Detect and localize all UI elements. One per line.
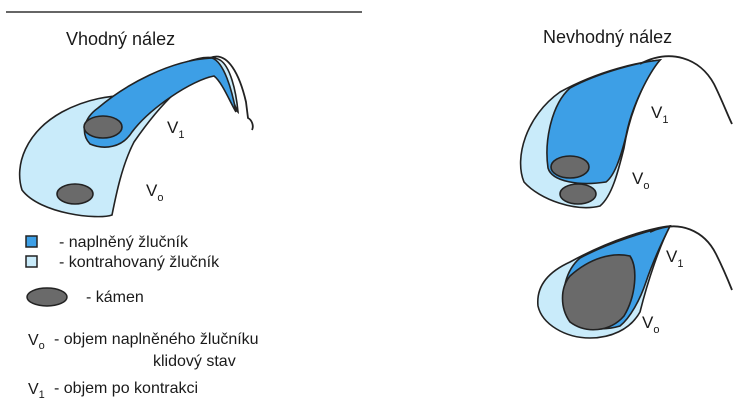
suitable-stone-lower (57, 184, 93, 204)
suitable-v0-label: Vo (146, 181, 163, 204)
legend-contracted-label: - kontrahovaný žlučník (59, 254, 220, 271)
legend-v0-subscript: o (39, 340, 45, 352)
unsuitable-bottom-v0-subscript: o (653, 324, 659, 336)
suitable-v1-letter: V (167, 118, 179, 137)
legend-v1-letter: V (28, 381, 39, 398)
unsuitable-top-v0-label: Vo (632, 169, 649, 192)
unsuitable-top-v0-subscript: o (643, 180, 649, 192)
suitable-v0-letter: V (146, 181, 158, 200)
unsuitable-bottom-v0-letter: V (642, 313, 654, 332)
unsuitable-bottom-v1-letter: V (666, 247, 678, 266)
unsuitable-top-v1-label: V1 (651, 103, 668, 126)
legend-v1-line: - objem po kontrakci (54, 380, 198, 397)
suitable-v0-subscript: o (157, 192, 163, 204)
legend-v1-symbol: V1 (28, 381, 45, 401)
heading-suitable: Vhodný nález (66, 29, 175, 49)
unsuitable-top-stone-2 (560, 184, 596, 204)
unsuitable-bottom-v0-label: Vo (642, 313, 659, 336)
legend-stone-label: - kámen (86, 289, 144, 306)
legend-v0-symbol: Vo (28, 332, 45, 352)
suitable-v1-subscript: 1 (178, 129, 184, 141)
unsuitable-top-v1-letter: V (651, 103, 663, 122)
legend-v1-subscript: 1 (39, 389, 45, 401)
suitable-v1-label: V1 (167, 118, 184, 141)
unsuitable-gallbladder-bottom (538, 226, 732, 338)
unsuitable-bottom-v1-subscript: 1 (677, 258, 683, 270)
legend-v0-line1: - objem naplněného žlučníku (54, 331, 259, 348)
legend-v0-line2: klidový stav (153, 353, 236, 370)
unsuitable-gallbladder-top (521, 56, 732, 207)
heading-unsuitable: Nevhodný nález (543, 27, 672, 47)
legend-swatch-filled (26, 236, 37, 247)
legend-swatch-stone (27, 288, 67, 306)
unsuitable-top-v0-letter: V (632, 169, 644, 188)
unsuitable-top-v1-subscript: 1 (662, 114, 668, 126)
suitable-stone-upper (84, 116, 122, 138)
unsuitable-bottom-v1-label: V1 (666, 247, 683, 270)
legend-swatch-contracted (26, 256, 37, 267)
suitable-gallbladder (20, 57, 253, 217)
legend-filled-label: - naplněný žlučník (59, 234, 189, 251)
legend-v0-letter: V (28, 332, 39, 349)
legend: - naplněný žlučník - kontrahovaný žluční… (26, 234, 259, 401)
unsuitable-top-stone-1 (551, 156, 589, 178)
